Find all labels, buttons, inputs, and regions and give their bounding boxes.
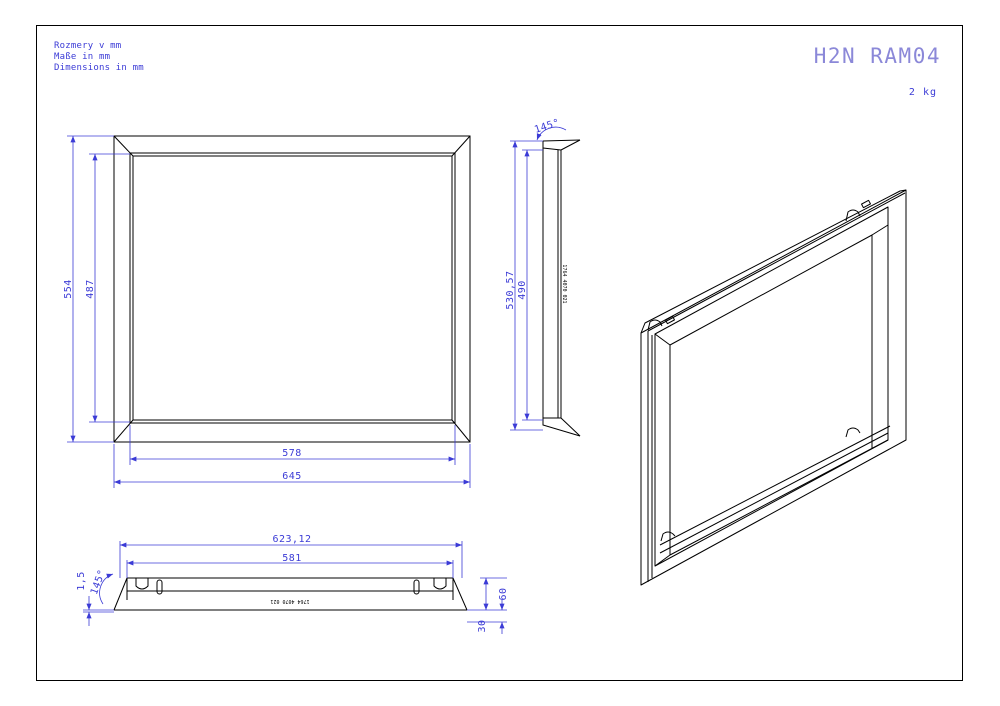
front-corner-tr — [451, 135, 471, 157]
bottom-view — [113, 577, 468, 611]
dim-text-30: 30 — [477, 619, 488, 632]
iso-notch-3 — [660, 531, 676, 542]
bottom-notch-left — [135, 578, 149, 590]
bottom-notch-right — [433, 578, 447, 590]
side-view — [542, 139, 581, 437]
bottom-slot-right — [413, 579, 420, 595]
angle-arc-side — [536, 126, 567, 141]
units-line-en: Dimensions in mm — [54, 63, 144, 73]
front-view — [113, 135, 471, 443]
units-note: Rozmery v mm Maße in mm Dimensions in mm — [54, 41, 144, 74]
iso-notch-1 — [647, 319, 663, 331]
iso-outer-face — [640, 189, 907, 586]
dim-text-578: 578 — [282, 448, 302, 459]
front-corner-bl — [113, 419, 134, 443]
dim-text-thickness: 1,5 — [76, 571, 87, 591]
units-line-sk: Rozmery v mm — [54, 41, 122, 51]
front-dimensions — [67, 135, 471, 488]
dim-text-490: 490 — [517, 280, 528, 300]
dim-text-581: 581 — [282, 553, 302, 564]
iso-inner-face — [654, 206, 889, 567]
isometric-view — [640, 189, 907, 586]
front-corner-tl — [113, 135, 134, 157]
dim-text-487: 487 — [85, 279, 96, 299]
side-stamp: 1764 4070 021 — [561, 264, 567, 303]
dim-text-645: 645 — [282, 471, 302, 482]
angle-text-side: 145° — [533, 117, 561, 136]
iso-slot-1 — [665, 315, 675, 325]
bottom-dimensions — [83, 541, 507, 634]
product-code: H2N RAM04 — [813, 44, 941, 68]
units-line-de: Maße in mm — [54, 52, 111, 62]
dim-text-530: 530,57 — [505, 270, 516, 309]
iso-notch-2 — [845, 209, 861, 222]
sheet-border — [36, 25, 963, 681]
weight-label: 2 kg — [908, 87, 937, 98]
side-dimensions — [510, 126, 567, 431]
dim-text-60: 60 — [498, 587, 509, 600]
angle-arc-bottom — [99, 573, 114, 605]
dim-text-554: 554 — [63, 279, 74, 299]
side-profile-outer — [542, 141, 581, 437]
front-outer-frame — [113, 135, 471, 443]
bottom-slot-left — [156, 579, 163, 595]
iso-notch-4 — [845, 427, 861, 438]
bottom-profile-outer — [113, 577, 468, 611]
angle-text-bottom: 145° — [89, 568, 108, 596]
front-inner-frame — [129, 152, 456, 424]
front-corner-br — [451, 419, 471, 443]
bottom-stamp: 1764 4070 021 — [270, 598, 309, 604]
dim-text-623: 623,12 — [272, 534, 311, 545]
iso-slot-2 — [861, 199, 871, 209]
front-opening — [132, 155, 453, 421]
